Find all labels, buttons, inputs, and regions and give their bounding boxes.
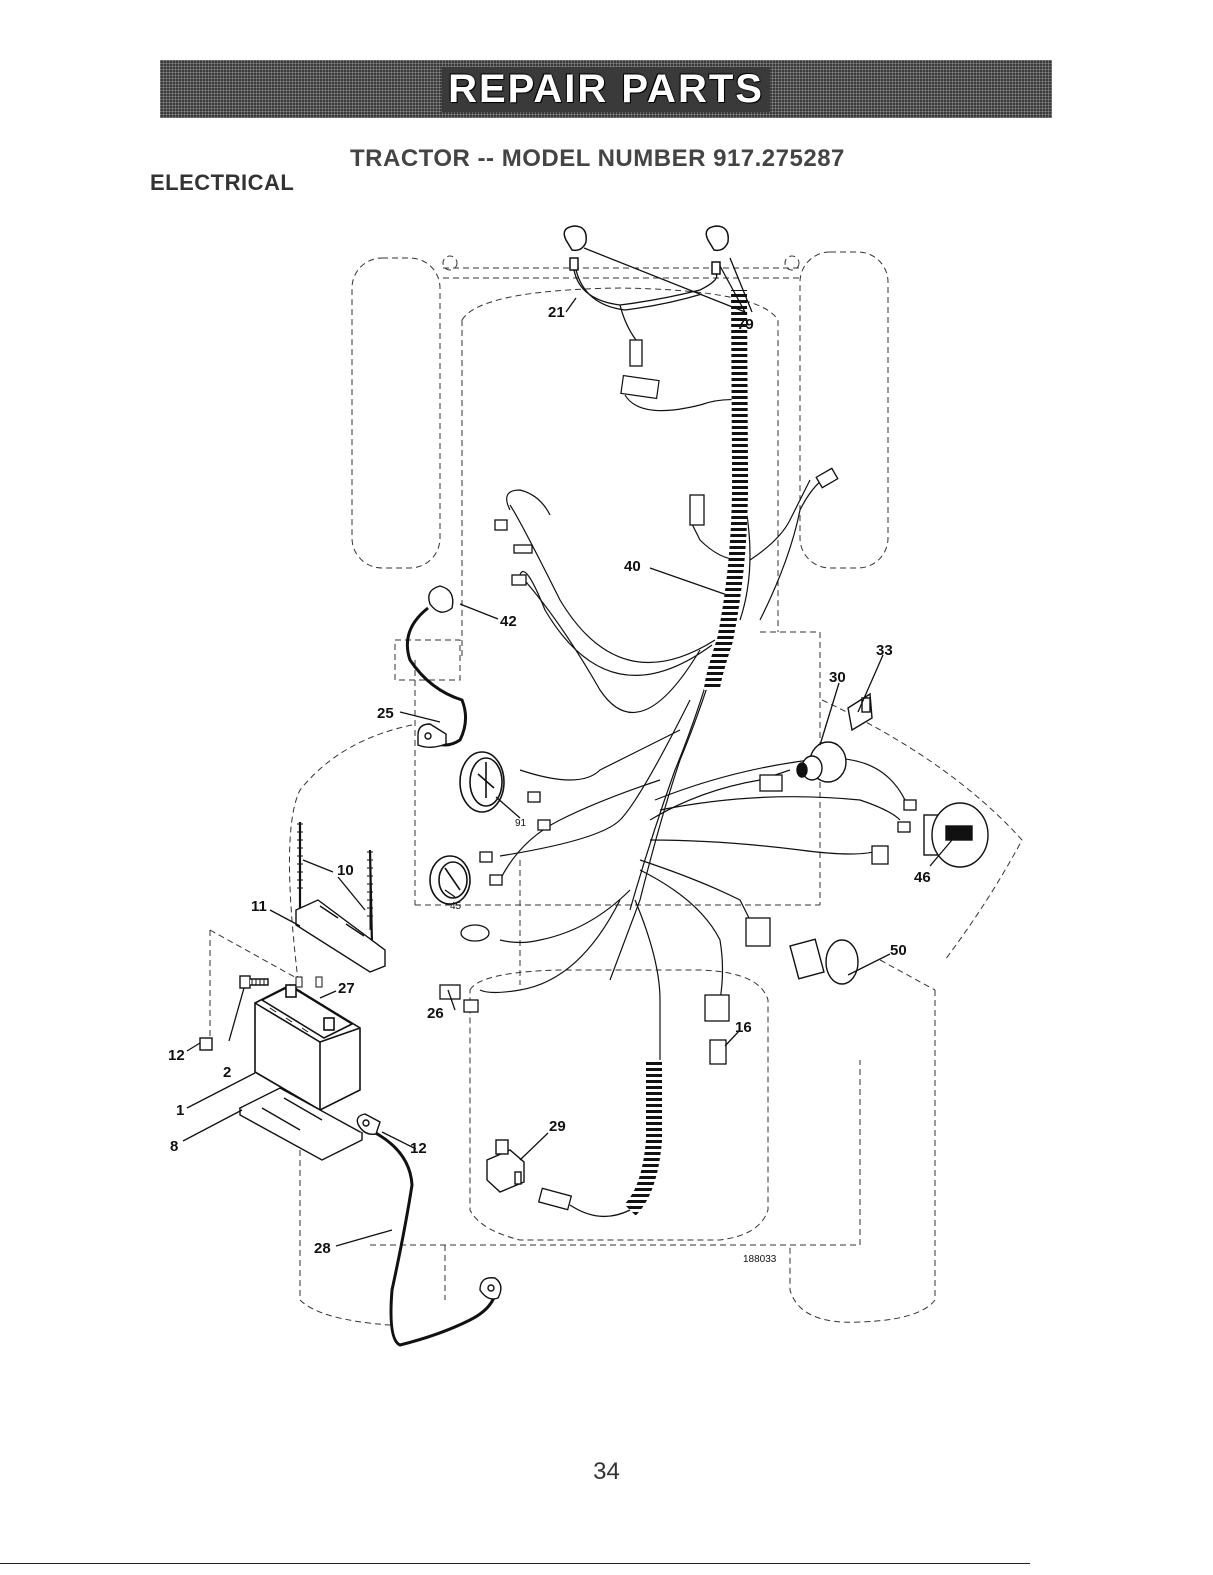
convoluted-tubing [630,290,740,1210]
callout-40: 40 [624,558,641,575]
callout-30: 30 [829,669,846,686]
gauge-45 [430,856,470,904]
callout-2: 2 [223,1064,231,1081]
page-number: 34 [0,1458,1213,1486]
headlight-left [564,226,586,270]
spark-plug-boot [429,586,453,612]
callout-33: 33 [876,642,893,659]
callout-1: 1 [176,1102,184,1119]
callout-21: 21 [548,304,565,321]
callout-16: 16 [735,1019,752,1036]
callout-8: 8 [170,1138,178,1155]
callout-12a: 12 [168,1047,185,1064]
callout-10: 10 [337,862,354,879]
callout-91: 91 [515,818,527,829]
fuse-holder [848,694,872,730]
battery-bolt [240,976,268,988]
callout-50: 50 [890,942,907,959]
battery [255,985,360,1110]
callout-46: 46 [914,869,931,886]
ignition-switch [797,742,846,782]
callout-27: 27 [338,980,355,997]
seat-switch [487,1140,524,1192]
callout-11: 11 [251,898,267,915]
tractor-outline [210,252,1022,1325]
bottom-rule [0,1563,1030,1564]
gauge-91 [460,752,504,812]
battery-nut [200,1038,212,1050]
figure-number: 188033 [743,1254,777,1265]
callout-28: 28 [314,1240,331,1257]
callout-12b: 12 [410,1140,427,1157]
spark-plug-wire [407,608,465,745]
headlight-harness [574,270,717,366]
callout-29: 29 [549,1118,566,1135]
light-switch [790,939,858,984]
callout-79: 79 [737,316,754,333]
cable-terminals [357,1114,501,1299]
headlight-right [706,226,728,274]
callout-45: 45 [450,901,462,912]
terminal-bolts-27 [296,977,322,987]
harness-connectors [440,468,916,1216]
hour-meter [924,803,988,867]
battery-cable [370,1130,495,1345]
callout-26: 26 [427,1005,444,1022]
callout-42: 42 [500,613,517,630]
ring-terminal-25 [418,724,446,747]
callout-25: 25 [377,705,394,722]
